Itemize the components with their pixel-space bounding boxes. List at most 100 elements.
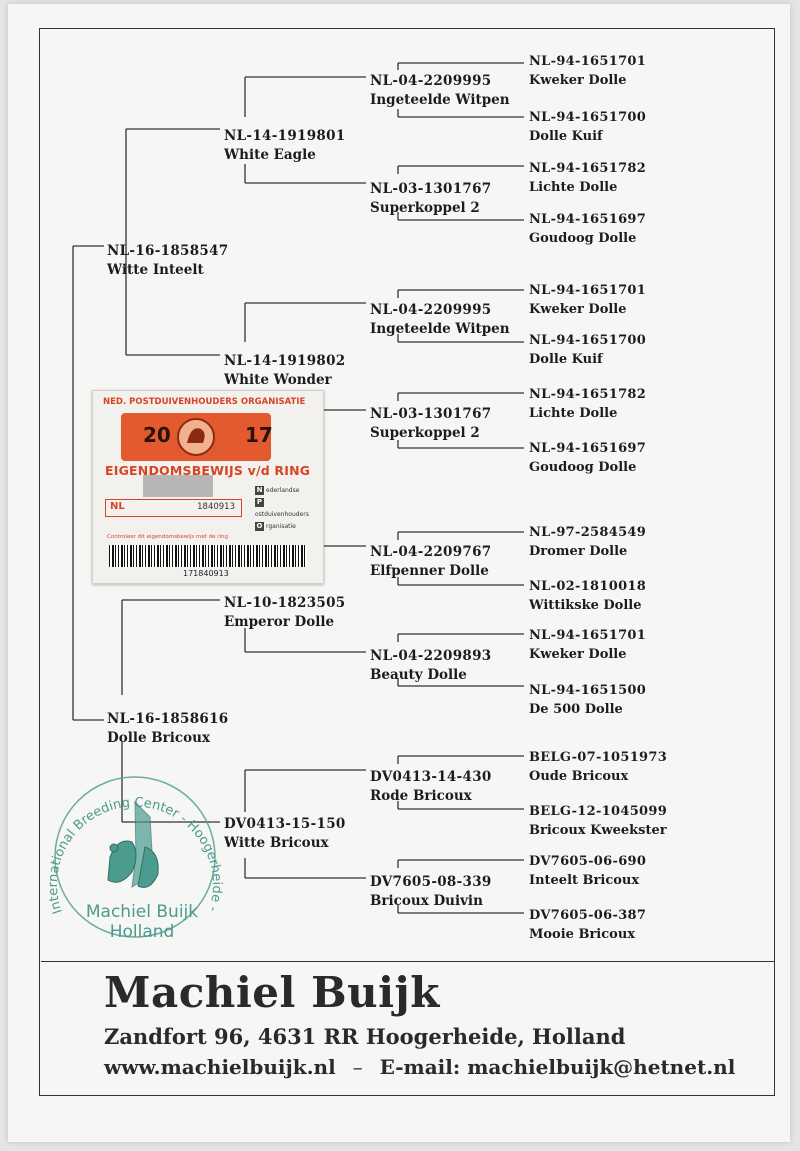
pedigree-great-grandparent: DV7605-08-339 Bricoux Duivin — [370, 873, 492, 911]
pedigree-great-grandparent: NL-03-1301767 Superkoppel 2 — [370, 180, 491, 218]
stamp-ring-text: International Breeding Center - Hoogerhe… — [40, 762, 224, 918]
card-org-letter: N — [255, 486, 264, 495]
pedigree-gen4-bird: NL-94-1651700 Dolle Kuif — [529, 331, 646, 369]
pedigree-grandparent: NL-10-1823505 Emperor Dolle — [224, 594, 345, 632]
pedigree-grandparent: DV0413-15-150 Witte Bricoux — [224, 815, 346, 853]
card-country: NL — [110, 501, 125, 512]
sire-ring-number: NL-16-1858547 — [107, 243, 229, 259]
gen4-ring-number: DV7605-06-690 — [529, 854, 647, 869]
ownership-certificate-card: NED. POSTDUIVENHOUDERS ORGANISATIE 20 17… — [92, 390, 324, 584]
page-frame — [39, 28, 775, 1096]
pedigree-gen4-bird: NL-97-2584549 Dromer Dolle — [529, 523, 646, 561]
grandparent-name: White Wonder — [224, 372, 332, 388]
ggp-ring-number: NL-04-2209767 — [370, 544, 492, 560]
ggp-ring-number: NL-04-2209893 — [370, 648, 492, 664]
card-org-letter: O — [255, 522, 264, 531]
pigeon-icon — [107, 800, 159, 888]
ggp-name: Beauty Dolle — [370, 667, 467, 683]
pedigree-gen4-bird: NL-94-1651700 Dolle Kuif — [529, 108, 646, 146]
ggp-name: Ingeteelde Witpen — [370, 321, 510, 337]
grandparent-ring-number: NL-10-1823505 — [224, 595, 346, 611]
gen4-ring-number: NL-94-1651782 — [529, 161, 647, 176]
ggp-ring-number: NL-03-1301767 — [370, 406, 492, 422]
gen4-name: De 500 Dolle — [529, 702, 623, 717]
ggp-ring-number: DV7605-08-339 — [370, 874, 492, 890]
sire-name: Witte Inteelt — [107, 262, 204, 278]
gen4-ring-number: NL-94-1651782 — [529, 387, 647, 402]
breeding-center-stamp: International Breeding Center - Hoogerhe… — [40, 762, 224, 938]
card-title: EIGENDOMSBEWIJS v/d RING — [105, 463, 311, 478]
card-ring-box: NL 1840913 — [105, 499, 242, 517]
gen4-ring-number: NL-94-1651701 — [529, 54, 647, 69]
footer-breeder-name: Machiel Buijk — [104, 968, 440, 1017]
pedigree-great-grandparent: NL-04-2209995 Ingeteelde Witpen — [370, 301, 510, 339]
footer-website[interactable]: www.machielbuijk.nl — [104, 1055, 336, 1079]
grandparent-name: Witte Bricoux — [224, 835, 329, 851]
card-barcode-number: 171840913 — [183, 569, 229, 578]
gen4-ring-number: DV7605-06-387 — [529, 908, 647, 923]
gen4-name: Mooie Bricoux — [529, 927, 636, 942]
gen4-ring-number: BELG-12-1045099 — [529, 804, 668, 819]
pedigree-gen4-bird: NL-94-1651782 Lichte Dolle — [529, 159, 646, 197]
card-year-right: 17 — [245, 423, 273, 447]
pedigree-gen4-bird: NL-94-1651782 Lichte Dolle — [529, 385, 646, 423]
gen4-name: Dolle Kuif — [529, 352, 603, 367]
card-year-left: 20 — [143, 423, 171, 447]
gen4-ring-number: NL-97-2584549 — [529, 525, 647, 540]
grandparent-ring-number: NL-14-1919801 — [224, 128, 346, 144]
ggp-name: Superkoppel 2 — [370, 200, 480, 216]
card-redacted-area — [143, 475, 213, 497]
gen4-name: Bricoux Kweekster — [529, 823, 667, 838]
pedigree-great-grandparent: NL-03-1301767 Superkoppel 2 — [370, 405, 491, 443]
ggp-name: Superkoppel 2 — [370, 425, 480, 441]
dam-name: Dolle Bricoux — [107, 730, 210, 746]
gen4-name: Oude Bricoux — [529, 769, 629, 784]
barcode-icon — [109, 545, 307, 567]
pedigree-gen4-bird: BELG-07-1051973 Oude Bricoux — [529, 748, 667, 786]
pedigree-gen4-bird: DV7605-06-690 Inteelt Bricoux — [529, 852, 646, 890]
footer-contact: www.machielbuijk.nl – E-mail: machielbui… — [104, 1055, 735, 1079]
dam-ring-number: NL-16-1858616 — [107, 711, 229, 727]
grandparent-ring-number: DV0413-15-150 — [224, 816, 346, 832]
grandparent-ring-number: NL-14-1919802 — [224, 353, 346, 369]
ggp-name: Rode Bricoux — [370, 788, 472, 804]
footer-email[interactable]: E-mail: machielbuijk@hetnet.nl — [379, 1055, 736, 1079]
gen4-ring-number: BELG-07-1051973 — [529, 750, 668, 765]
pedigree-great-grandparent: DV0413-14-430 Rode Bricoux — [370, 768, 492, 806]
gen4-name: Dolle Kuif — [529, 129, 603, 144]
card-organisation: NED. POSTDUIVENHOUDERS ORGANISATIE — [103, 397, 306, 407]
ggp-name: Bricoux Duivin — [370, 893, 483, 909]
grandparent-name: White Eagle — [224, 147, 316, 163]
gen4-name: Wittikske Dolle — [529, 598, 642, 613]
gen4-name: Lichte Dolle — [529, 180, 618, 195]
gen4-name: Kweker Dolle — [529, 73, 627, 88]
pedigree-gen4-bird: NL-94-1651697 Goudoog Dolle — [529, 210, 646, 248]
ggp-name: Elfpenner Dolle — [370, 563, 489, 579]
gen4-name: Goudoog Dolle — [529, 231, 637, 246]
card-org-word: rganisatie — [266, 523, 296, 530]
gen4-name: Kweker Dolle — [529, 302, 627, 317]
pedigree-gen4-bird: DV7605-06-387 Mooie Bricoux — [529, 906, 646, 944]
ggp-ring-number: NL-04-2209995 — [370, 302, 492, 318]
pedigree-gen4-bird: NL-94-1651701 Kweker Dolle — [529, 281, 646, 319]
ggp-ring-number: DV0413-14-430 — [370, 769, 492, 785]
svg-text:International Breeding Center: International Breeding Center - Hoogerhe… — [40, 762, 224, 918]
card-fine-print: Controleer dit eigendomsbewijs met de ri… — [107, 534, 229, 540]
lion-emblem-icon — [177, 418, 215, 456]
gen4-ring-number: NL-94-1651700 — [529, 110, 647, 125]
pedigree-sire: NL-16-1858547 Witte Inteelt — [107, 242, 228, 280]
pedigree-grandparent: NL-14-1919801 White Eagle — [224, 127, 345, 165]
pedigree-gen4-bird: NL-94-1651500 De 500 Dolle — [529, 681, 646, 719]
footer-address: Zandfort 96, 4631 RR Hoogerheide, Hollan… — [104, 1024, 626, 1049]
pedigree-grandparent: NL-14-1919802 White Wonder — [224, 352, 345, 390]
stamp-owner-country: Holland — [109, 922, 175, 942]
gen4-name: Dromer Dolle — [529, 544, 628, 559]
gen4-name: Goudoog Dolle — [529, 460, 637, 475]
pedigree-gen4-bird: NL-94-1651697 Goudoog Dolle — [529, 439, 646, 477]
card-ring-number: 1840913 — [197, 502, 235, 512]
card-org-word: ederlandse — [266, 487, 300, 494]
footer-divider — [41, 961, 774, 962]
ggp-name: Ingeteelde Witpen — [370, 92, 510, 108]
ggp-ring-number: NL-03-1301767 — [370, 181, 492, 197]
